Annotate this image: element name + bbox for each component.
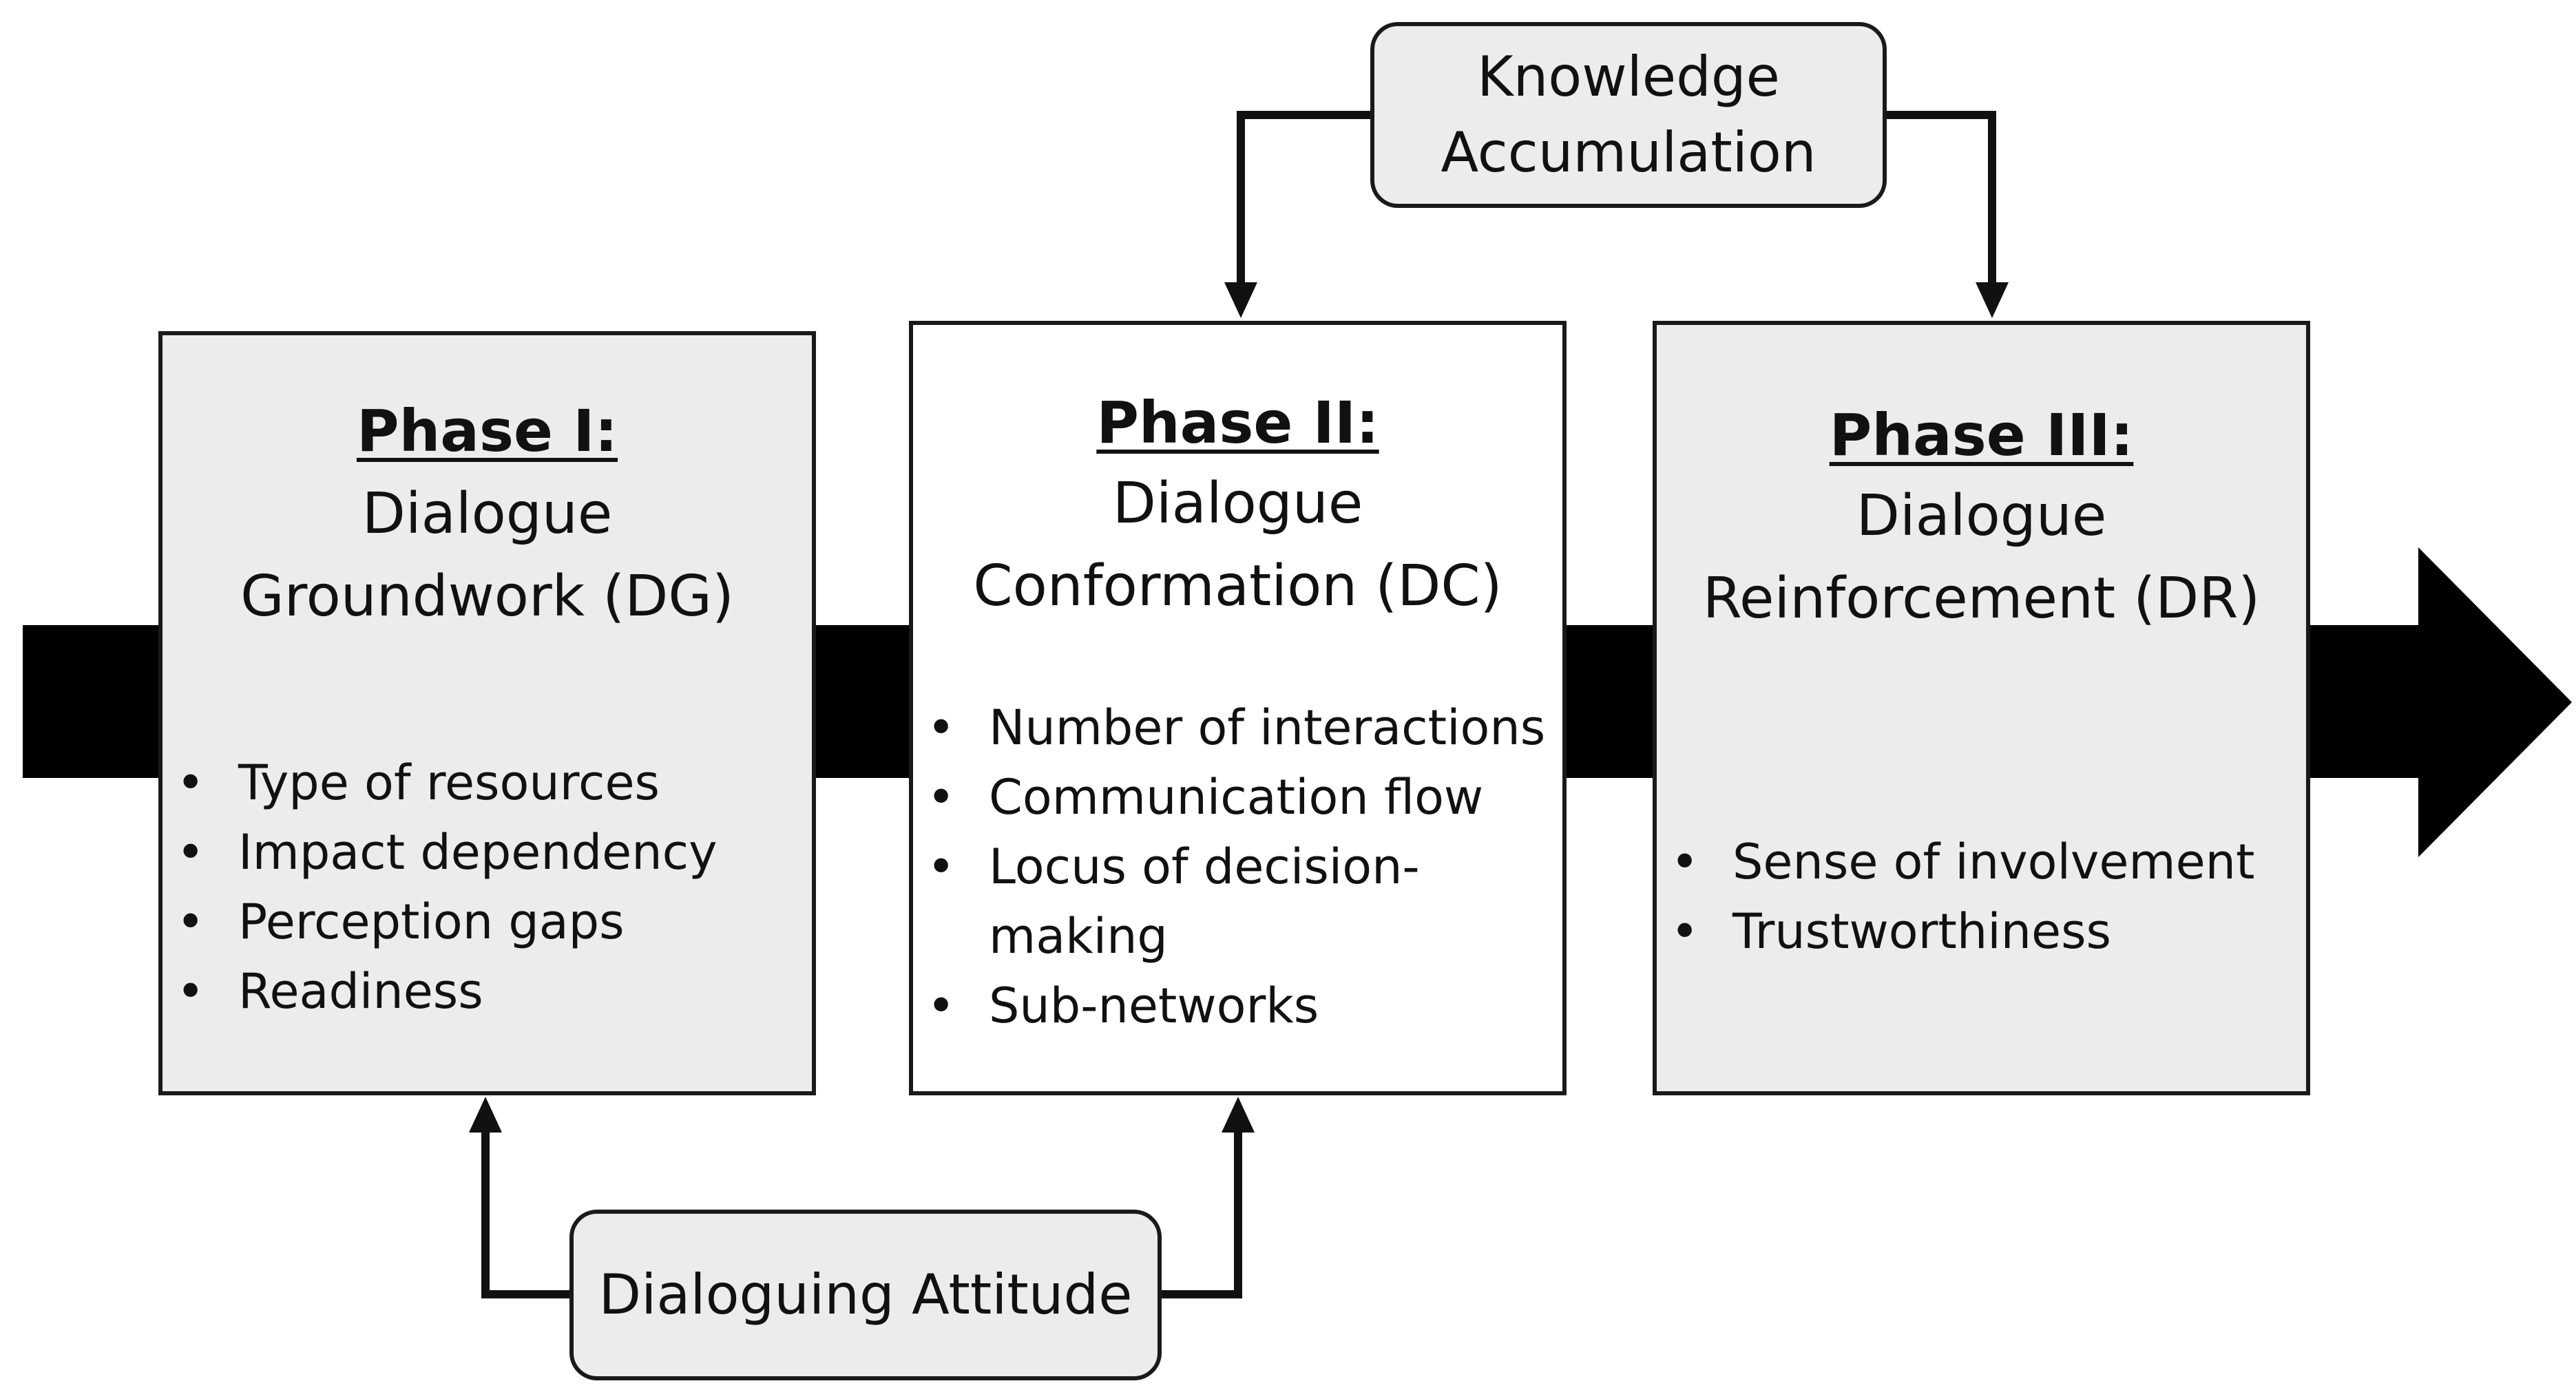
phase-2-name: Dialogue Conformation (DC) — [913, 463, 1562, 628]
phase-1-name-line-2: Groundwork (DG) — [240, 564, 734, 629]
phase-2-item-locus-of-decision-making: Locus of decision- making — [913, 832, 1560, 971]
knowledge-accumulation-box: Knowledge Accumulation — [1370, 22, 1887, 208]
phase-1-box: Phase I: Dialogue Groundwork (DG) Type o… — [158, 331, 816, 1095]
phase-1-item-perception-gaps: Perception gaps — [163, 887, 810, 957]
knowledge-to-phase-2-connector — [1237, 111, 1370, 286]
knowledge-to-phase-3-arrowhead — [1976, 282, 2009, 318]
dialoguing-attitude-label: Dialoguing Attitude — [598, 1263, 1133, 1327]
phase-3-name: Dialogue Reinforcement (DR) — [1657, 475, 2306, 640]
phase-1-item-readiness: Readiness — [163, 957, 810, 1026]
dialoguing-attitude-box: Dialoguing Attitude — [569, 1210, 1162, 1380]
phase-3-factor-list: Sense of involvement Trustworthiness — [1657, 828, 2304, 967]
phase-2-box: Phase II: Dialogue Conformation (DC) Num… — [909, 321, 1567, 1095]
knowledge-to-phase-3-connector — [1887, 111, 1996, 286]
phase-2-name-line-1: Dialogue — [1112, 471, 1363, 536]
phase-2-title: Phase II: — [1096, 389, 1379, 456]
phase-2-item-locus-line-2: making — [989, 908, 1168, 965]
attitude-to-phase-2-arrowhead — [1222, 1097, 1255, 1133]
phase-2-item-sub-networks: Sub-networks — [913, 971, 1560, 1041]
phase-2-factor-list: Number of interactions Communication flo… — [913, 693, 1560, 1041]
knowledge-to-phase-2-arrowhead — [1224, 282, 1257, 318]
knowledge-accumulation-label: Knowledge Accumulation — [1441, 39, 1816, 191]
phase-1-item-type-of-resources: Type of resources — [163, 748, 810, 818]
phase-2-item-communication-flow: Communication flow — [913, 763, 1560, 832]
attitude-to-phase-1-connector — [481, 1129, 569, 1298]
phase-2-name-line-2: Conformation (DC) — [973, 554, 1502, 619]
knowledge-accumulation-line-2: Accumulation — [1441, 120, 1816, 185]
phase-2-item-locus-line-1: Locus of decision- — [989, 839, 1420, 895]
phase-3-box: Phase III: Dialogue Reinforcement (DR) S… — [1653, 321, 2310, 1095]
phase-3-name-line-1: Dialogue — [1856, 483, 2107, 549]
knowledge-accumulation-line-1: Knowledge — [1477, 45, 1780, 109]
phase-2-item-number-of-interactions: Number of interactions — [913, 693, 1560, 763]
phase-3-name-line-2: Reinforcement (DR) — [1702, 566, 2261, 631]
phase-1-title: Phase I: — [356, 397, 618, 465]
phase-1-name-line-1: Dialogue — [362, 481, 613, 547]
phase-1-name: Dialogue Groundwork (DG) — [163, 473, 812, 638]
phase-3-item-sense-of-involvement: Sense of involvement — [1657, 828, 2304, 897]
phase-1-item-impact-dependency: Impact dependency — [163, 818, 810, 887]
attitude-to-phase-2-connector — [1162, 1129, 1242, 1298]
phase-1-factor-list: Type of resources Impact dependency Perc… — [163, 748, 810, 1026]
phase-3-item-trustworthiness: Trustworthiness — [1657, 897, 2304, 967]
phase-3-title: Phase III: — [1829, 401, 2134, 469]
attitude-to-phase-1-arrowhead — [469, 1097, 502, 1133]
